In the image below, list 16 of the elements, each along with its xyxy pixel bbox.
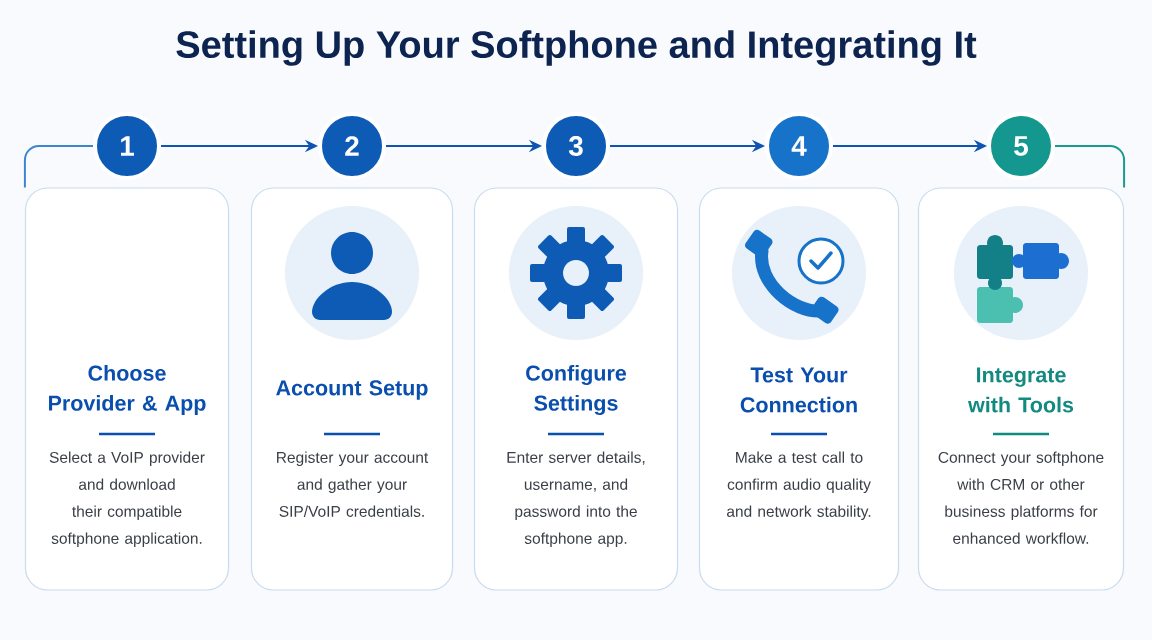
step-card: [24, 187, 230, 591]
step-description: Register your account and gather your SIP/VoIP credentials.: [277, 451, 429, 517]
step-description: Select a VoIP provider and download their compatible softphone application.: [49, 451, 205, 547]
step-heading: Configure Settings: [526, 364, 627, 416]
step-heading: Choose Provider & App: [49, 365, 206, 415]
step-card: [473, 187, 679, 591]
step-heading: Account Setup: [276, 380, 428, 400]
title: Setting Up Your Softphone and Integrating It: [176, 30, 977, 66]
step-card: [917, 187, 1125, 591]
step-description: Enter server details, username, and password into the softphone app.: [507, 451, 645, 547]
step-description: Connect your softphone with CRM or other business platforms for enhanced workflow.: [938, 451, 1104, 544]
step-heading: Integrate with Tools: [968, 367, 1074, 413]
step-card: [698, 187, 900, 591]
step-description: Make a test call to confirm audio quality and network stability.: [727, 451, 871, 520]
step-card: [250, 187, 454, 591]
step-heading: Test Your Connection: [740, 367, 857, 413]
